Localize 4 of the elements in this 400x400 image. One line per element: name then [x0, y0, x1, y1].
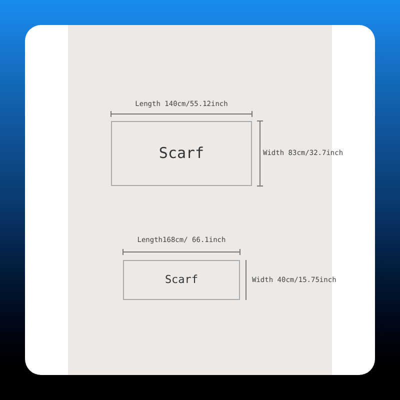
scarf-outline	[111, 121, 252, 186]
scarf-label: Scarf	[164, 272, 198, 288]
scarf-label: Scarf	[158, 143, 204, 164]
scarf-outline	[123, 260, 240, 300]
